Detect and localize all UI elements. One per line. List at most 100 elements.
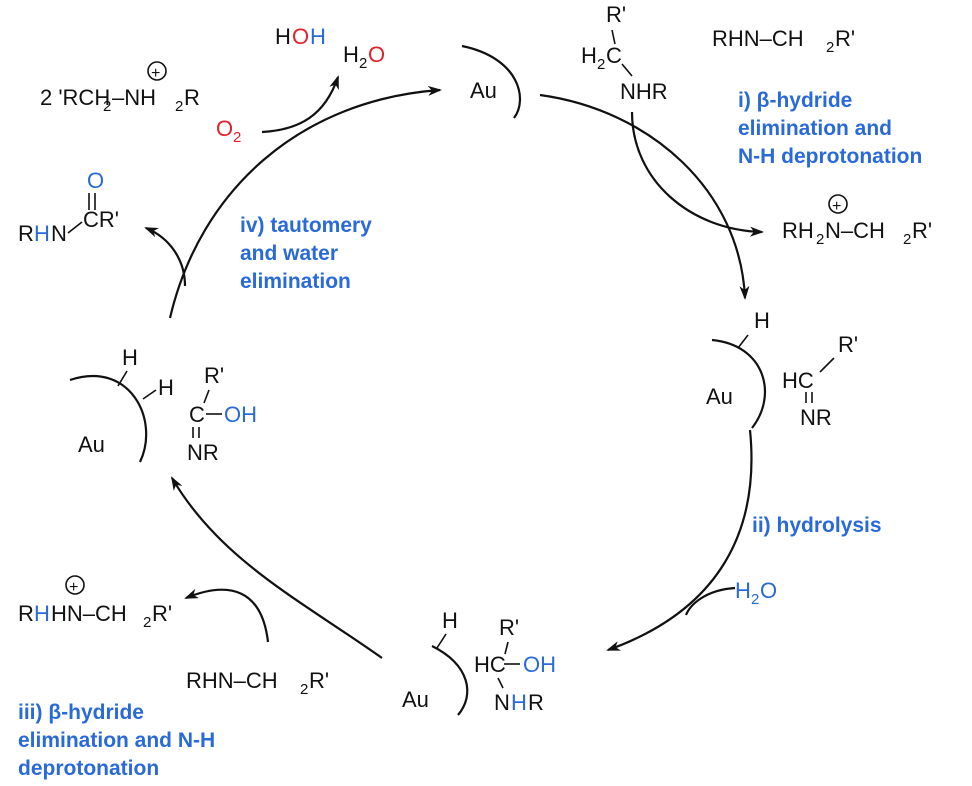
ammonium-bl-end: R' [152,601,172,626]
au-label-top: Au [470,78,497,103]
amine-top-text: RHN–CH [712,26,804,51]
adduct-top-h2c-sub: 2 [597,56,605,73]
water-in-arrow [684,586,736,616]
step-iii-line-1: iii) β-hydride [18,701,144,724]
amine-in-bottom-arrow [184,588,270,643]
amide-product: O R H N CR' [18,168,119,246]
amine-bottom-sub: 2 [300,681,308,698]
hoh-h1: H [275,24,291,49]
step-i-line-3: N-H deprotonation [738,145,922,168]
step-i-line-1: i) β-hydride [738,89,852,112]
adduct-imine: H R' HC NR [737,308,858,430]
adduct-enol: H H R' C OH NR [117,345,257,465]
water-product-h: H [343,42,359,67]
cycle-arc-right [606,429,753,652]
amide-h: H [34,221,50,246]
ammonium-left-mid: –NH [112,85,156,110]
charge-plus-text: + [151,65,160,82]
water-reagent-o: O [760,578,777,603]
ammonium-right-sub1: 2 [816,231,824,248]
enol-oh: OH [224,402,257,427]
cycle-arc-bottom [170,476,383,659]
hemiaminal-oh: OH [523,652,556,677]
water-reagent-h: H [735,578,751,603]
adduct-top-c: C [606,43,622,68]
charge-plus-text: + [69,579,78,596]
ammonium-bl-r: R [18,601,34,626]
hemiaminal-cn-bond [497,677,504,689]
enol-nr: NR [187,440,219,465]
amine-bottom-text: RHN–CH [186,668,278,693]
ammonium-bl-h: H [34,601,50,626]
amide-cr: CR' [83,207,119,232]
imine-r: R' [838,332,858,357]
enol-h2: H [158,375,174,400]
hemiaminal-nr: R [528,690,544,715]
ammonium-left-sub2: 2 [175,98,183,115]
amine-top-end: R' [835,26,855,51]
amide-release-arrow [144,226,187,287]
adduct-top-amine: R' H 2 C NHR [581,2,668,104]
step-iii-line-2: elimination and N-H [18,729,215,752]
imine-h: H [754,308,770,333]
enol-c: C [189,402,205,427]
oxygen-reagent: O 2 [216,116,241,146]
hoh-o: O [292,24,309,49]
charge-plus-icon [828,194,848,214]
au-surface-right [711,338,766,429]
adduct-top-r: R' [606,2,626,27]
hemiaminal-hc: HC [474,652,506,677]
au-label-left: Au [78,432,105,457]
step-iv-line-2: and water [240,242,338,265]
ammonium-left-sub1: 2 [103,98,111,115]
step-iv-line-3: elimination [240,270,351,293]
au-label-bottom: Au [402,687,429,712]
amine-top-sub: 2 [826,39,834,56]
step-ii-line-1: ii) hydrolysis [752,514,882,537]
charge-plus-text: + [832,198,841,215]
ammonium-salt-right: RH 2 N–CH 2 R' + [782,194,932,248]
enol-h2-bond [142,389,157,400]
cycle-arc-top-right [539,93,750,300]
oxygen-o: O [216,116,233,141]
adduct-hemiaminal: H R' HC OH N H R [436,608,556,715]
ammonium-bl-hn: HN–CH [51,601,127,626]
hemiaminal-r-bond [504,641,509,655]
ammonium-right-rh: RH [782,218,814,243]
au-surface-bottom [431,645,469,716]
charge-plus-icon [147,61,167,81]
ammonium-salt-left: 2 'RCH 2 –NH 2 R + [40,61,200,115]
step-i-line-2: elimination and [738,117,892,140]
water-reagent-sub: 2 [751,591,759,608]
hemiaminal-r: R' [499,615,519,640]
adduct-top-h2c-h: H [581,43,597,68]
ammonium-right-n: N–CH [825,218,885,243]
hemiaminal-nh: H [511,690,527,715]
enol-r-bond [203,389,210,404]
imine-nr: NR [800,405,832,430]
imine-hc: HC [782,368,814,393]
amine-reagent-top: RHN–CH 2 R' [712,26,855,56]
amide-n-c-bond [67,221,83,234]
hemiaminal-h: H [442,608,458,633]
au-surface-left [69,374,148,463]
hemiaminal-n: N [494,690,510,715]
au-surface-top [461,44,522,119]
imine-h-bond [737,334,749,349]
o2-hoh-arrow [261,75,340,134]
amide-o: O [87,168,104,193]
amine-bottom-end: R' [309,668,329,693]
amine-in-top-arrow [630,111,764,237]
adduct-top-cn-bond [621,63,633,77]
hoh-species: H O H [275,24,326,49]
ammonium-salt-bottom-left: R H HN–CH 2 R' + [18,575,172,631]
enol-h1: H [122,345,138,370]
water-product-sub: 2 [359,55,367,72]
au-label-right: Au [706,384,733,409]
water-product-o: O [368,42,385,67]
enol-r: R' [204,363,224,388]
amide-n: N [51,221,67,246]
hoh-h2: H [310,24,326,49]
